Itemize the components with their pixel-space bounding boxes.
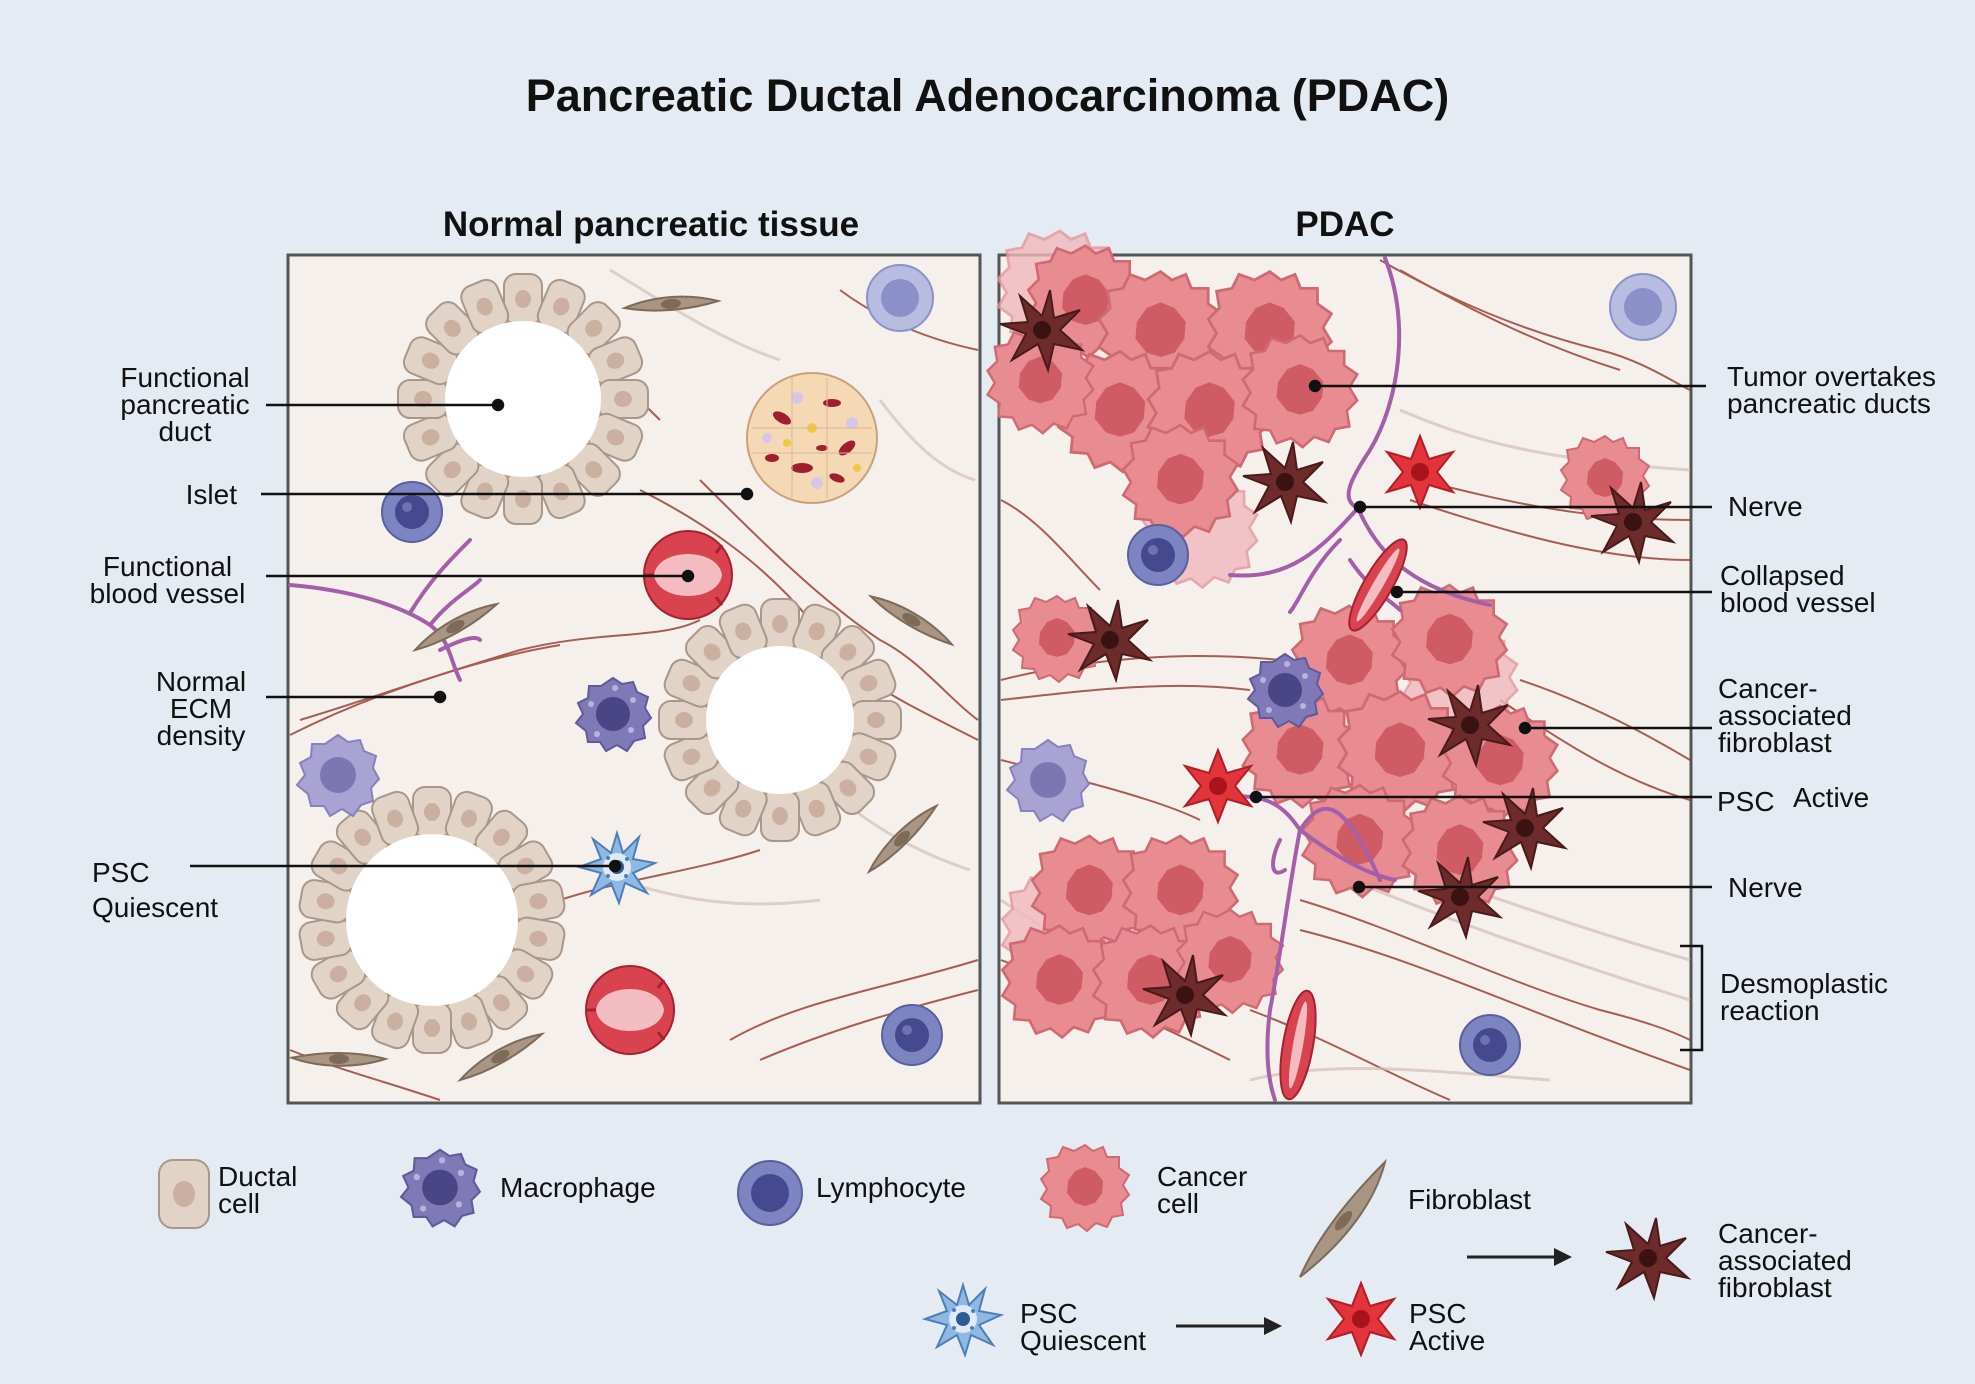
islet bbox=[746, 372, 878, 504]
lymphocyte-icon bbox=[737, 1160, 803, 1226]
legend-label-ductal-cell: Ductal cell bbox=[218, 1161, 298, 1219]
figure-title: Pancreatic Ductal Adenocarcinoma (PDAC) bbox=[525, 70, 1450, 121]
label-functional-blood-vessel: Functional blood vessel bbox=[89, 551, 246, 609]
macrophage-icon bbox=[400, 1148, 481, 1228]
psc-active-icon bbox=[1327, 1282, 1395, 1356]
normal-tissue-drawing bbox=[190, 264, 979, 1101]
label-islet: Islet bbox=[185, 479, 237, 510]
psc-quiescent-icon bbox=[924, 1284, 1002, 1356]
label-cancer-associated-fibroblast: Cancer- associated fibroblast bbox=[1718, 673, 1852, 758]
cancer-cell-icon bbox=[1040, 1144, 1130, 1232]
fibroblast-icon bbox=[1299, 1158, 1387, 1278]
label-psc-active: Active bbox=[1793, 782, 1870, 813]
legend-label-psc-active: PSC Active bbox=[1409, 1298, 1486, 1356]
arrow-icon bbox=[1176, 1248, 1572, 1335]
legend-label-caf: Cancer- associated fibroblast bbox=[1718, 1218, 1852, 1303]
pdac-panel-title: PDAC bbox=[1295, 205, 1395, 244]
label-collapsed-blood-vessel: Collapsed blood vessel bbox=[1720, 560, 1876, 618]
functional-pancreatic-duct-3 bbox=[296, 786, 568, 1054]
collapsed-blood-vessel bbox=[1348, 538, 1408, 632]
label-normal-ecm-density: Normal ECM density bbox=[155, 666, 247, 751]
pdac-nerve bbox=[1198, 256, 1492, 1102]
legend-label-fibroblast: Fibroblast bbox=[1408, 1184, 1531, 1215]
ductal-cell-icon bbox=[158, 1159, 210, 1229]
legend-label-lymphocyte: Lymphocyte bbox=[816, 1172, 966, 1203]
pdac-tissue-drawing bbox=[986, 229, 1712, 1102]
caf-icon bbox=[1605, 1217, 1689, 1299]
legend-label-macrophage: Macrophage bbox=[500, 1172, 656, 1203]
label-nerve-1: Nerve bbox=[1728, 491, 1803, 522]
label-desmoplastic-reaction: Desmoplastic reaction bbox=[1720, 968, 1889, 1026]
normal-panel-title: Normal pancreatic tissue bbox=[442, 205, 860, 244]
label-functional-pancreatic-duct: Functional pancreatic duct bbox=[120, 362, 250, 447]
normal-nerve bbox=[288, 538, 482, 682]
functional-blood-vessel-2 bbox=[584, 964, 676, 1056]
legend-label-cancer-cell: Cancer cell bbox=[1157, 1161, 1248, 1219]
label-tumor-overtakes: Tumor overtakes pancreatic ducts bbox=[1727, 361, 1937, 419]
label-nerve-2: Nerve bbox=[1728, 872, 1803, 903]
legend-label-psc-quiescent: PSC Quiescent bbox=[1020, 1298, 1147, 1356]
desmoplastic-bracket bbox=[1680, 944, 1704, 1052]
legend bbox=[158, 1144, 1689, 1356]
functional-pancreatic-duct-2 bbox=[658, 598, 902, 842]
label-psc-quiescent: PSC Quiescent bbox=[92, 857, 219, 923]
functional-pancreatic-duct-1 bbox=[397, 273, 649, 525]
label-psc: PSC bbox=[1717, 786, 1775, 817]
